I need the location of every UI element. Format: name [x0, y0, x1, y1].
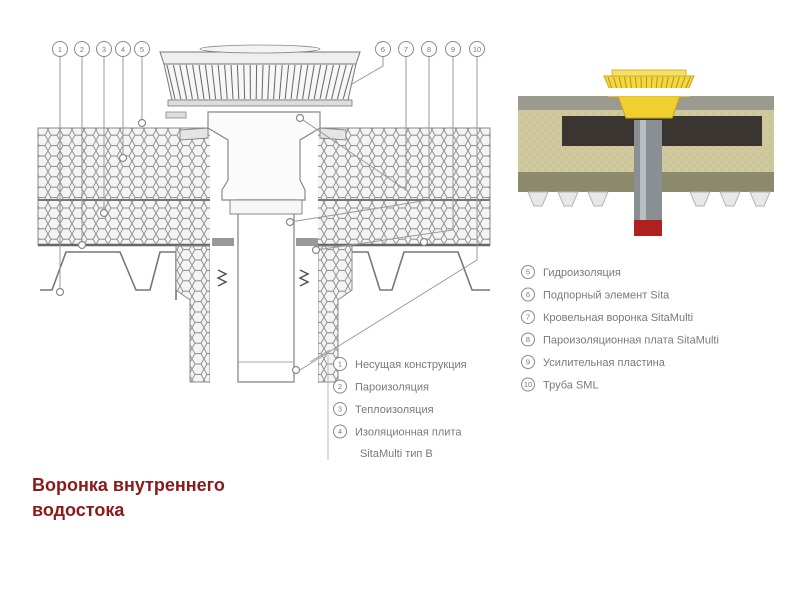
legend-number: 2 — [338, 382, 342, 391]
callout-number: 5 — [140, 45, 144, 54]
callout-1: 1 — [52, 41, 68, 57]
legend-label: Теплоизоляция — [355, 404, 434, 416]
legend-label: Подпорный элемент Sita — [543, 290, 670, 302]
callout-circles: 1 2 3 4 5 6 7 8 9 10 — [52, 41, 485, 57]
legend-item-6: 6 Подпорный элемент Sita — [521, 287, 670, 302]
gravel-guard — [159, 44, 361, 107]
legend-number: 9 — [526, 358, 530, 367]
legend-label: Изоляционная плита — [355, 427, 462, 439]
legend-number: 8 — [526, 335, 530, 344]
diagram-caption: Воронка внутреннего водостока — [32, 473, 225, 523]
legend-label: Пароизоляция — [355, 382, 429, 394]
legend-number: 3 — [338, 405, 342, 414]
load-bearing-deck — [40, 251, 490, 300]
drain-photo — [518, 69, 774, 240]
caption-line-2: водостока — [32, 500, 125, 520]
callout-9: 9 — [445, 41, 461, 57]
legend-left-continuation: SitaMulti тип B — [360, 448, 433, 460]
callout-7: 7 — [398, 41, 414, 57]
legend-number: 6 — [526, 290, 530, 299]
cross-section-drawing: 1 2 3 4 5 6 7 8 9 10 — [37, 41, 491, 383]
legend-label: Гидроизоляция — [543, 267, 621, 279]
legend-number: 7 — [526, 313, 530, 322]
leader-dots — [55, 113, 429, 375]
legend-item-2: 2 Пароизоляция — [333, 379, 429, 394]
legend-label: Несущая конструкция — [355, 359, 467, 371]
callout-number: 4 — [121, 45, 125, 54]
callout-8: 8 — [421, 41, 437, 57]
legend-number: 4 — [338, 427, 342, 436]
legend-item-1: 1 Несущая конструкция — [333, 357, 467, 371]
leader-lines — [59, 57, 478, 371]
callout-number: 2 — [80, 45, 84, 54]
legend-number: 5 — [526, 268, 530, 277]
callout-6: 6 — [375, 41, 391, 57]
sml-pipe — [237, 199, 295, 383]
callout-3: 3 — [96, 41, 112, 57]
legend-item-9: 9 Усилительная пластина — [521, 355, 666, 369]
caption-line-1: Воронка внутреннего — [32, 475, 225, 495]
legend-item-10: 10 Труба SML — [521, 377, 599, 392]
callout-number: 6 — [381, 45, 385, 54]
insulation-body-lower — [175, 245, 211, 383]
legend-label: Кровельная воронка SitaMulti — [543, 312, 693, 324]
callout-5: 5 — [134, 41, 150, 57]
legend-item-3: 3 Теплоизоляция — [333, 402, 434, 416]
callout-number: 3 — [102, 45, 106, 54]
legend-label: Труба SML — [543, 380, 599, 392]
legend-item-7: 7 Кровельная воронка SitaMulti — [521, 310, 693, 324]
legend-item-5: 5 Гидроизоляция — [521, 265, 621, 279]
legend-right: 5 Гидроизоляция 6 Подпорный элемент Sita 7 Кр… — [521, 265, 719, 392]
callout-4: 4 — [115, 41, 131, 57]
legend-label: Усилительная пластина — [543, 357, 666, 369]
callout-number: 10 — [473, 45, 481, 54]
legend-left: 1 Несущая конструкция 2 Пароизоляция 3 Теплои… — [327, 355, 467, 460]
legend-number: 1 — [338, 360, 342, 369]
legend-label: Пароизоляционная плата SitaMulti — [543, 335, 719, 347]
callout-2: 2 — [74, 41, 90, 57]
callout-number: 9 — [451, 45, 455, 54]
legend-item-8: 8 Пароизоляционная плата SitaMulti — [521, 332, 719, 347]
callout-number: 1 — [58, 45, 62, 54]
legend-number: 10 — [524, 380, 532, 389]
callout-number: 8 — [427, 45, 431, 54]
callout-number: 7 — [404, 45, 408, 54]
callout-10: 10 — [469, 41, 485, 57]
legend-item-4: 4 Изоляционная плита — [333, 424, 462, 439]
